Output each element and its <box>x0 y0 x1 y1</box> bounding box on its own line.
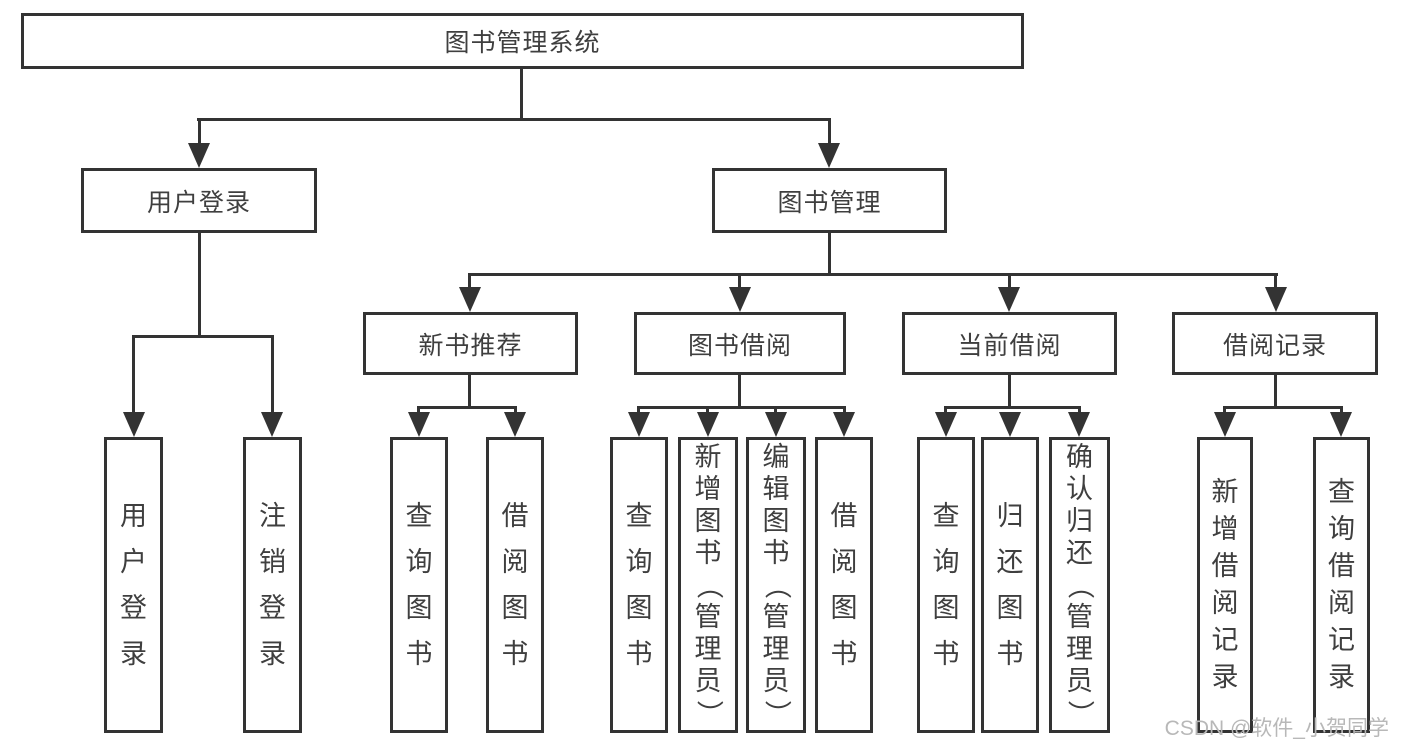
arrowhead-down-icon <box>504 412 526 437</box>
connector-line <box>944 406 1081 409</box>
arrowhead-down-icon <box>998 287 1020 312</box>
leaf-bb-borrow-books: 借阅图书 <box>815 437 873 733</box>
connector-line <box>520 69 523 118</box>
node-label: 当前借阅 <box>957 331 1062 360</box>
node-book-borrow: 图书借阅 <box>634 312 846 375</box>
connector-line <box>738 273 741 291</box>
leaf-label: 新增图书（管理员） <box>693 441 724 727</box>
arrowhead-down-icon <box>999 412 1021 437</box>
arrowhead-down-icon <box>935 412 957 437</box>
connector-line <box>198 118 201 146</box>
connector-line <box>828 233 831 273</box>
connector-line <box>828 118 831 146</box>
connector-line <box>198 233 201 335</box>
node-label: 借阅记录 <box>1222 331 1327 360</box>
arrowhead-down-icon <box>1214 412 1236 437</box>
leaf-label: 查询图书 <box>405 500 433 669</box>
leaf-label: 查询借阅记录 <box>1328 477 1355 692</box>
arrowhead-down-icon <box>261 412 283 437</box>
connector-line <box>1340 406 1343 416</box>
connector-line <box>1008 375 1011 406</box>
leaf-nb-query-books: 查询图书 <box>390 437 448 733</box>
leaf-label: 用户登录 <box>120 500 147 669</box>
leaf-cb-query-books: 查询图书 <box>917 437 975 733</box>
connector-line <box>468 273 471 291</box>
leaf-cb-return-books: 归还图书 <box>981 437 1039 733</box>
connector-line <box>1274 273 1277 291</box>
leaf-label: 借阅图书 <box>501 500 529 669</box>
connector-line <box>468 375 471 406</box>
leaf-label: 确认归还（管理员） <box>1065 441 1095 727</box>
arrowhead-down-icon <box>628 412 650 437</box>
connector-line <box>514 406 517 416</box>
arrowhead-down-icon <box>123 412 145 437</box>
leaf-cb-confirm-return-admin: 确认归还（管理员） <box>1049 437 1110 733</box>
leaf-bb-add-books-admin: 新增图书（管理员） <box>678 437 738 733</box>
arrowhead-down-icon <box>697 412 719 437</box>
connector-line <box>944 406 947 416</box>
node-label: 用户登录 <box>146 188 251 217</box>
connector-line <box>1223 406 1343 409</box>
arrowhead-down-icon <box>1265 287 1287 312</box>
node-label: 图书管理 <box>777 188 882 217</box>
arrowhead-down-icon <box>188 143 210 168</box>
connector-line <box>843 406 846 416</box>
leaf-label: 编辑图书（管理员） <box>761 441 792 727</box>
connector-line <box>738 375 741 406</box>
arrowhead-down-icon <box>818 143 840 168</box>
arrowhead-down-icon <box>765 412 787 437</box>
csdn-watermark: CSDN @软件_小贺同学 <box>1164 717 1389 740</box>
arrowhead-down-icon <box>459 287 481 312</box>
leaf-logout: 注销登录 <box>243 437 302 733</box>
leaf-bb-edit-books-admin: 编辑图书（管理员） <box>746 437 806 733</box>
node-root: 图书管理系统 <box>21 13 1024 69</box>
leaf-user-login: 用户登录 <box>104 437 163 733</box>
leaf-label: 查询图书 <box>625 500 653 669</box>
node-current-borrow: 当前借阅 <box>902 312 1117 375</box>
leaf-label: 借阅图书 <box>830 500 858 669</box>
node-root-label: 图书管理系统 <box>444 29 601 57</box>
connector-line <box>1008 273 1011 291</box>
leaf-bb-query-books: 查询图书 <box>610 437 668 733</box>
arrowhead-down-icon <box>833 412 855 437</box>
arrowhead-down-icon <box>408 412 430 437</box>
node-label: 新书推荐 <box>418 331 523 360</box>
connector-line <box>637 406 640 416</box>
connector-line <box>774 406 777 416</box>
connector-line <box>706 406 709 416</box>
connector-line <box>1223 406 1226 416</box>
leaf-nb-borrow-books: 借阅图书 <box>486 437 544 733</box>
connector-line <box>1078 406 1081 416</box>
connector-line <box>417 406 420 416</box>
leaf-label: 归还图书 <box>996 500 1024 669</box>
connector-line <box>417 406 517 409</box>
leaf-label: 查询图书 <box>932 500 960 669</box>
connector-line <box>468 273 1278 276</box>
connector-line <box>197 118 831 121</box>
node-new-book-recommend: 新书推荐 <box>363 312 578 375</box>
leaf-rec-query-record: 查询借阅记录 <box>1313 437 1370 733</box>
leaf-rec-add-record: 新增借阅记录 <box>1197 437 1253 733</box>
connector-line <box>132 335 274 338</box>
arrowhead-down-icon <box>729 287 751 312</box>
leaf-label: 注销登录 <box>259 500 286 669</box>
arrowhead-down-icon <box>1330 412 1352 437</box>
node-borrow-records: 借阅记录 <box>1172 312 1378 375</box>
connector-line <box>637 406 846 409</box>
leaf-label: 新增借阅记录 <box>1211 477 1239 692</box>
node-label: 图书借阅 <box>687 331 792 360</box>
connector-line <box>1274 375 1277 406</box>
node-user-login: 用户登录 <box>81 168 317 233</box>
node-book-management: 图书管理 <box>712 168 947 233</box>
arrowhead-down-icon <box>1068 412 1090 437</box>
connector-line <box>132 335 135 415</box>
connector-line <box>271 335 274 415</box>
